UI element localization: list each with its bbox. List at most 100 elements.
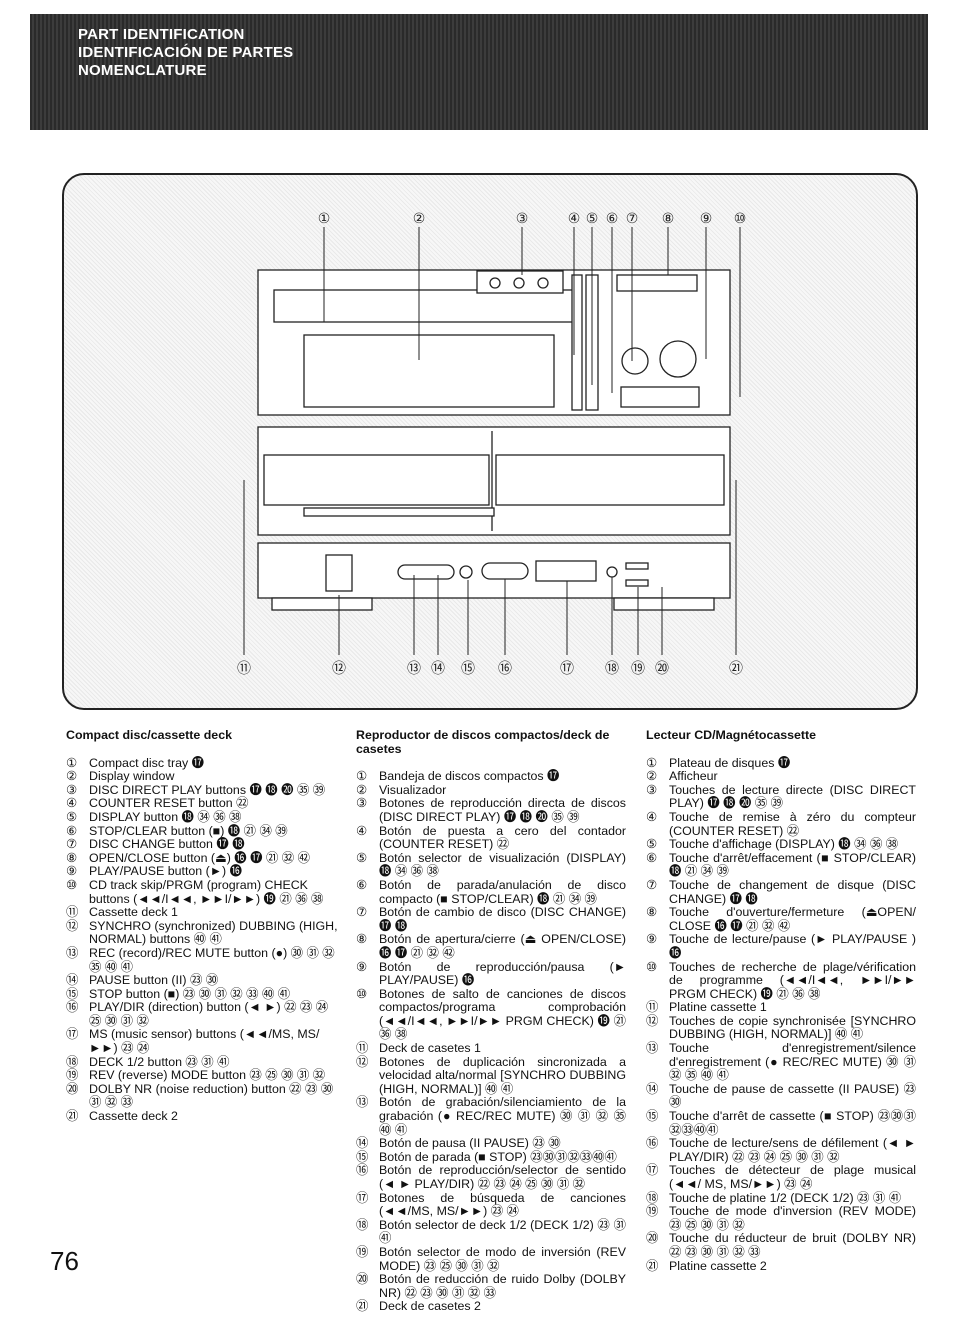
item-text: DISC CHANGE button ⓱ ⓲ (89, 837, 245, 852)
item-number: ⑩ (646, 959, 658, 974)
item-text: Cassette deck 2 (89, 1109, 178, 1124)
callout-8: ⑧ (662, 211, 675, 227)
item-number: ⑨ (356, 959, 368, 974)
item-text: Touche de lecture/sens de défilement (◄ … (669, 1136, 916, 1164)
header-title-fr: NOMENCLATURE (78, 62, 207, 79)
callout-12: ⑫ (332, 661, 346, 677)
list-item: ⑯ Touche de lecture/sens de défilement (◄… (646, 1136, 916, 1164)
spanish-column: Reproductor de discos compactos/deck de … (356, 728, 626, 1314)
item-number: ⑯ (646, 1136, 659, 1151)
item-number: ⑳ (356, 1272, 369, 1287)
item-text: Plateau de disques ⓱ (669, 755, 791, 770)
section-header: PART IDENTIFICATION IDENTIFICACIÓN DE PA… (30, 14, 928, 130)
item-text: Touche de pause de cassette (II PAUSE) ㉓… (669, 1081, 916, 1110)
cassette-door-2 (495, 454, 725, 506)
item-number: ⑨ (66, 864, 78, 879)
item-text: Bandeja de discos compactos ⓱ (379, 769, 560, 784)
item-number: ⑲ (356, 1244, 369, 1259)
item-text: DECK 1/2 button ㉓ ㉛ ㊶ (89, 1054, 230, 1069)
english-heading: Compact disc/cassette deck (66, 728, 232, 742)
item-text: DISC DIRECT PLAY buttons ⓱ ⓲ ⓴ ㉟ ㊴ (89, 782, 326, 797)
item-number: ⑱ (646, 1190, 659, 1205)
item-text: Botón de reproducción/pausa (► PLAY/PAUS… (379, 959, 626, 988)
list-item: ⑭ PAUSE button (II) ㉓ ㉚ (66, 973, 339, 988)
display-window (303, 334, 555, 408)
item-number: ⑯ (356, 1163, 369, 1178)
item-text: DOLBY NR (noise reduction) button ㉒ ㉓ ㉚ … (89, 1081, 334, 1110)
item-number: ⑤ (356, 850, 368, 865)
item-text: Botón de puesta a cero del contador (COU… (379, 823, 626, 852)
item-text: Platine cassette 1 (669, 1000, 767, 1015)
item-number: ⑳ (66, 1081, 79, 1096)
item-number: ① (66, 755, 78, 770)
item-text: Botones de búsqueda de canciones (◄◄/MS,… (379, 1190, 626, 1219)
item-text: Botón de reducción de ruido Dolby (DOLBY… (379, 1272, 626, 1300)
item-number: ② (66, 769, 78, 784)
callout-4: ④ (568, 211, 581, 227)
item-text: STOP button (■) ㉓ ㉚ ㉛ ㉜ ㉝ ㊵ ㊶ (89, 986, 291, 1001)
device-illustration: ① ② ③ ④ ⑤ ⑥ ⑦ ⑧ ⑨ ⑩ ⑪ ⑫ ⑬ ⑭ ⑮ ⑯ ⑰ ⑱ ⑲ ⑳ … (62, 173, 918, 710)
item-number: ⑦ (356, 905, 368, 920)
french-heading: Lecteur CD/Magnétocassette (646, 728, 817, 742)
item-text: Display window (89, 769, 175, 784)
item-text: MS (music sensor) buttons (◄◄/MS, MS/►►)… (89, 1027, 320, 1056)
foot-left (271, 597, 373, 611)
item-number: ② (356, 782, 368, 797)
item-text: Touche d'enregistrement/silence d'enregi… (669, 1041, 916, 1083)
item-text: Touches de recherche de plage/vérificati… (669, 959, 916, 1001)
item-number: ⑬ (66, 945, 79, 960)
item-text: COUNTER RESET button ㉒ (89, 796, 249, 811)
list-item: ⑨ Botón de reproducción/pausa (► PLAY/PAU… (356, 959, 626, 988)
callout-19: ⑲ (631, 661, 645, 677)
item-number: ⑧ (356, 932, 368, 947)
item-number: ⑥ (66, 823, 78, 838)
item-number: ⑦ (646, 877, 658, 892)
item-number: ⑥ (356, 877, 368, 892)
item-number: ⑪ (356, 1041, 369, 1056)
item-text: Deck de casetes 1 (379, 1041, 481, 1056)
item-text: Botón de grabación/silenciamiento de la … (379, 1095, 626, 1137)
cd-tray (273, 289, 575, 323)
item-number: ⑭ (66, 973, 79, 988)
item-text: Touches de copie synchronisée [SYNCHRO D… (669, 1013, 916, 1042)
item-text: PAUSE button (II) ㉓ ㉚ (89, 973, 219, 988)
item-text: Touche de platine 1/2 (DECK 1/2) ㉓ ㉛ ㊶ (669, 1190, 902, 1205)
play-pause-knob (659, 340, 697, 378)
item-text: Touche de lecture/pause (► PLAY/PAUSE ) … (669, 932, 916, 960)
page-number: 76 (50, 1246, 79, 1276)
callout-21: ㉑ (729, 661, 743, 677)
item-text: Botón selector de deck 1/2 (DECK 1/2) ㉓ … (379, 1217, 626, 1246)
item-text: Botón de apertura/cierre (⏏ OPEN/CLOSE) … (379, 932, 626, 960)
item-text: Compact disc tray ⓱ (89, 755, 204, 770)
item-number: ⑰ (646, 1163, 659, 1178)
item-text: Touche d'ouverture/fermeture (⏏OPEN/ CLO… (669, 905, 916, 933)
list-item: ② Display window (66, 770, 339, 784)
